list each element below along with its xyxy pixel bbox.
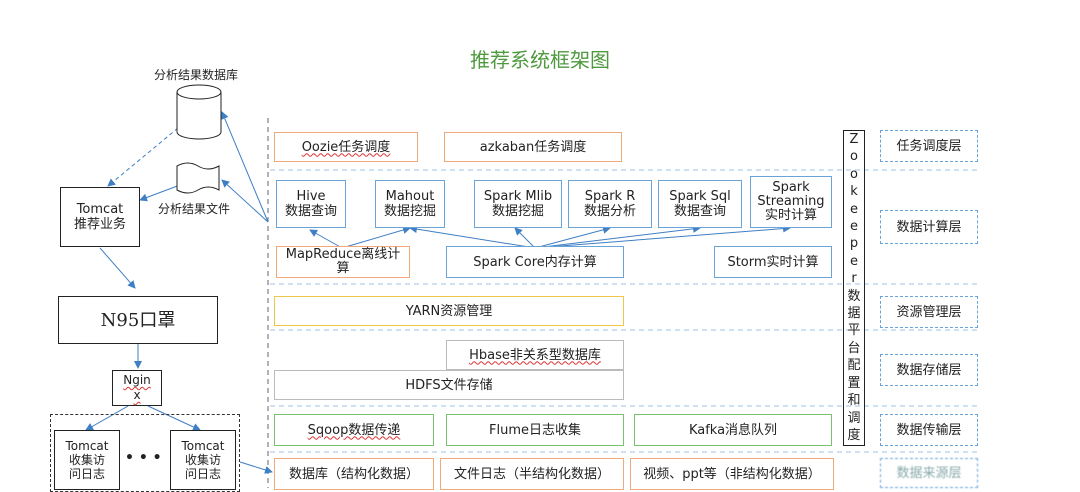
zookeeper-char: 数: [847, 288, 861, 304]
file-log-source-box: 文件日志（半结构化数据）: [440, 458, 624, 490]
database-source-box: 数据库（结构化数据）: [274, 458, 434, 490]
azkaban-scheduler: azkaban任务调度: [444, 132, 622, 162]
mahout-box: Mahout 数据挖掘: [375, 180, 445, 228]
zookeeper-char: e: [850, 253, 858, 269]
tomcat-recommend-service: Tomcat 推荐业务: [60, 187, 140, 247]
result-database-label: 分析结果数据库: [154, 68, 239, 82]
zookeeper-char: 和: [847, 393, 861, 409]
hbase-box: Hbase非关系型数据库: [446, 340, 624, 370]
layer-storage: 数据存储层: [880, 354, 978, 386]
zookeeper-char: 据: [847, 306, 861, 322]
zookeeper-char: 调: [847, 410, 861, 426]
zookeeper-char: 配: [847, 358, 861, 374]
layer-resource: 资源管理层: [880, 296, 978, 328]
layer-source: 数据来源层: [880, 458, 978, 488]
zookeeper-char: e: [850, 219, 858, 235]
spark-mlib-box: Spark Mlib 数据挖掘: [474, 180, 562, 228]
ellipsis: • • •: [125, 450, 162, 466]
spark-sql-box: Spark Sql 数据查询: [658, 180, 742, 228]
spark-core-box: Spark Core内存计算: [446, 246, 624, 278]
zookeeper-char: 度: [847, 427, 861, 443]
layer-compute: 数据计算层: [880, 210, 978, 244]
zookeeper-char: 台: [847, 340, 861, 356]
sqoop-label: Sqoop数据传递: [307, 422, 401, 438]
zookeeper-char: k: [850, 184, 858, 200]
zookeeper-char: e: [850, 201, 858, 217]
video-ppt-source-box: 视频、ppt等（非结构化数据）: [630, 458, 834, 490]
hdfs-box: HDFS文件存储: [274, 370, 624, 400]
flume-box: Flume日志收集: [446, 414, 624, 446]
result-file-label: 分析结果文件: [158, 202, 231, 216]
hive-box: Hive 数据查询: [276, 180, 346, 228]
video-ppt-label: 视频、ppt等（非结构化数据）: [643, 466, 821, 482]
tomcat-log-collector-1: Tomcat 收集访 问日志: [54, 430, 120, 490]
zookeeper-char: Z: [849, 132, 859, 147]
zookeeper-char: p: [849, 236, 859, 252]
result-database-cylinder-icon: [176, 84, 222, 140]
yarn-box: YARN资源管理: [274, 296, 624, 326]
nginx-box: Ngin x: [112, 370, 162, 406]
zookeeper-char: o: [850, 149, 858, 165]
kafka-box: Kafka消息队列: [634, 414, 832, 446]
spark-streaming-box: Spark Streaming 实时计算: [750, 176, 832, 228]
hbase-label: Hbase非关系型数据库: [469, 347, 601, 363]
spark-r-box: Spark R 数据分析: [568, 180, 652, 228]
diagram-title: 推荐系统框架图: [470, 48, 610, 72]
n95-mask-box: N95口罩: [58, 296, 218, 344]
storm-box: Storm实时计算: [714, 246, 832, 278]
oozie-label: Oozie任务调度: [301, 139, 391, 155]
sqoop-box: Sqoop数据传递: [274, 414, 434, 446]
oozie-scheduler: Oozie任务调度: [274, 132, 418, 162]
zookeeper-char: 平: [847, 323, 861, 339]
tomcat-log-collector-2: Tomcat 收集访 问日志: [170, 430, 236, 490]
zookeeper-char: o: [850, 166, 858, 182]
zookeeper-char: 置: [847, 375, 861, 391]
mapreduce-box: MapReduce离线计 算: [276, 246, 410, 278]
layer-schedule: 任务调度层: [880, 130, 978, 162]
layer-transfer: 数据传输层: [880, 414, 978, 446]
zookeeper-char: r: [851, 271, 857, 287]
result-file-icon: [176, 162, 220, 196]
